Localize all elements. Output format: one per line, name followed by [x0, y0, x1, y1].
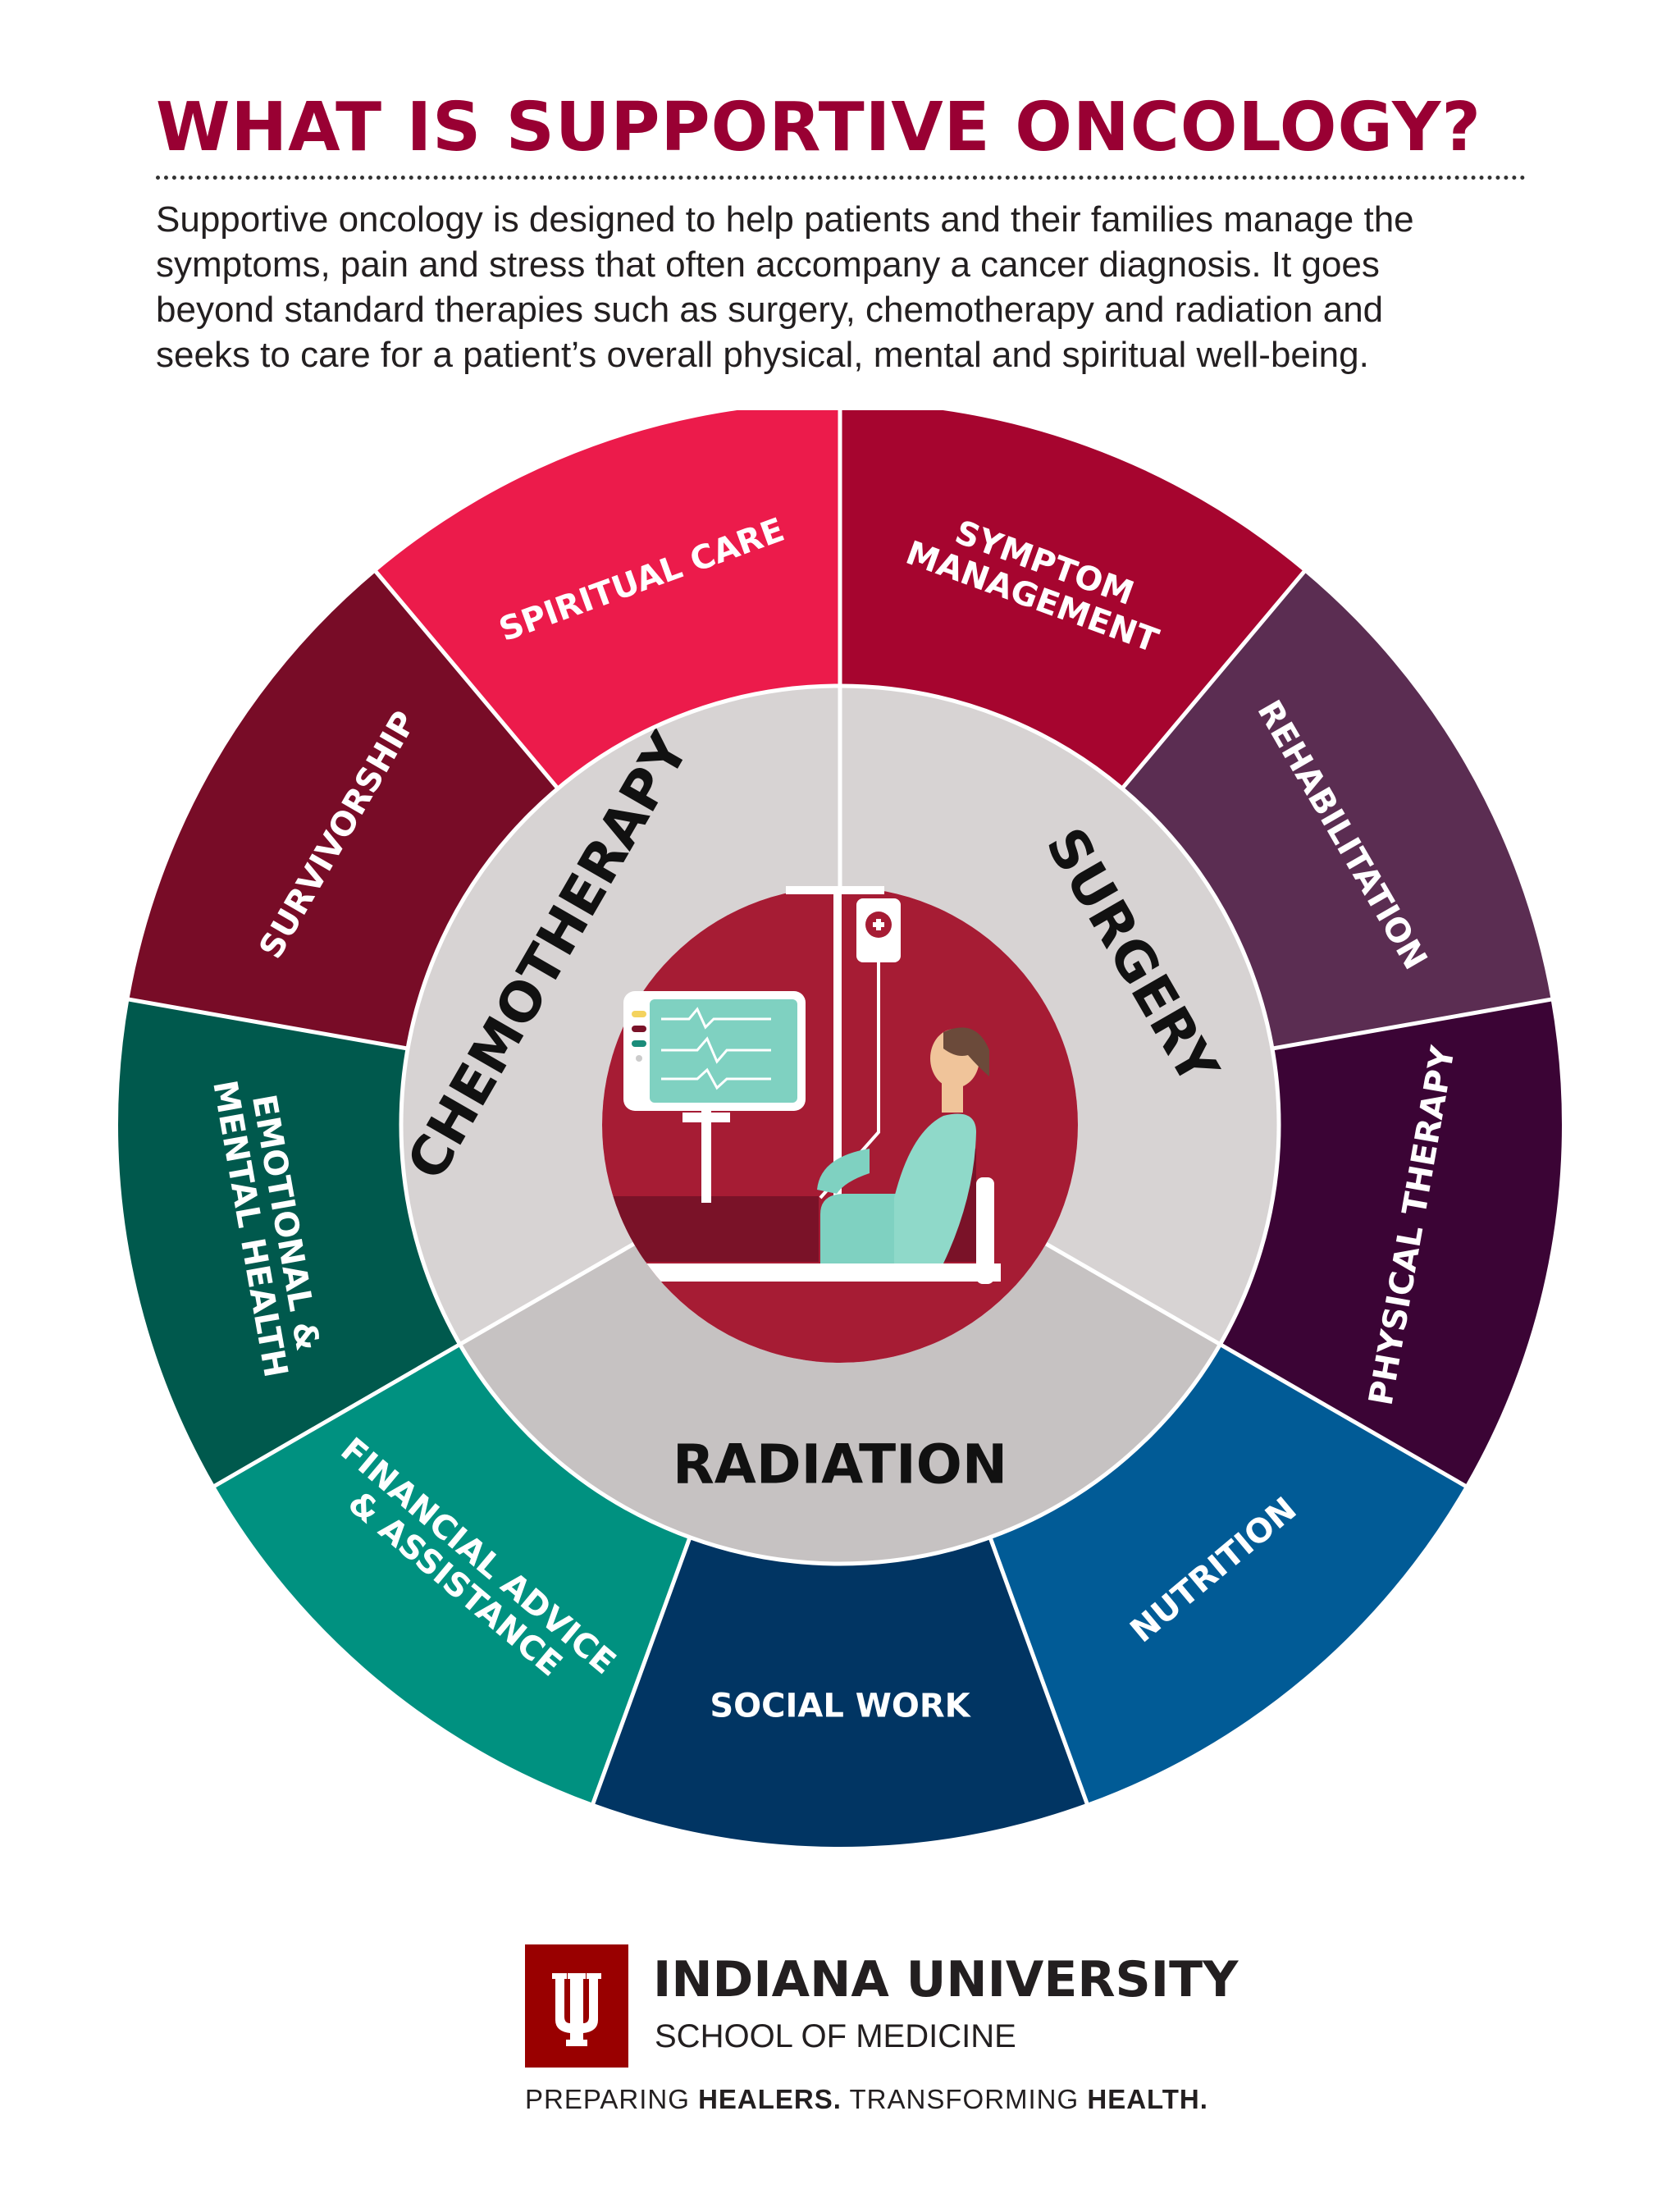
bed-headboard [976, 1177, 994, 1284]
segment-shape [376, 410, 840, 789]
intro-paragraph: Supportive oncology is designed to help … [156, 197, 1534, 377]
tagline-part: PREPARING [525, 2084, 699, 2114]
segment-symptom-management: SYMPTOMMANAGEMENT [840, 410, 1304, 789]
therapy-radiation: RADIATION [459, 1244, 1221, 1564]
segment-shape [214, 1344, 691, 1803]
segment-shape [1121, 571, 1551, 1049]
divider-line [212, 1342, 461, 1489]
tagline-part: TRANSFORMING [841, 2084, 1088, 2114]
tagline-emphasis: HEALERS. [698, 2084, 842, 2114]
supportive-oncology-wheel: SYMPTOMMANAGEMENTREHABILITATIONPHYSICAL … [118, 410, 1562, 1848]
divider-line [1044, 1241, 1221, 1346]
intro-line: Supportive oncology is designed to help … [156, 199, 1414, 240]
segment-rehabilitation: REHABILITATION [1121, 571, 1551, 1049]
therapy-shape [459, 1244, 1221, 1564]
therapy-shape [840, 686, 1279, 1345]
segment-label-line: SOCIAL WORK [710, 1688, 971, 1725]
tagline: PREPARING HEALERS. TRANSFORMING HEALTH. [525, 2084, 1208, 2115]
intro-line: seeks to care for a patient’s overall ph… [156, 335, 1369, 375]
patient-arm [817, 1149, 870, 1194]
segment-survivorship: SURVIVORSHIP [129, 571, 559, 1049]
segment-financial-advice-and-assistance: FINANCIAL ADVICE& ASSISTANCE [214, 1344, 691, 1803]
outer-ring: SYMPTOMMANAGEMENTREHABILITATIONPHYSICAL … [118, 410, 1562, 1848]
patient-hair [943, 1027, 989, 1076]
divider-line [1120, 569, 1307, 790]
bed-frame [640, 1263, 1001, 1282]
segment-shape [593, 1537, 1087, 1848]
segment-label-social-work: SOCIAL WORK [710, 1688, 971, 1725]
iv-pole [833, 890, 842, 1214]
intro-line: symptoms, pain and stress that often acc… [156, 244, 1380, 285]
divider-line [590, 1536, 692, 1806]
segment-emotional-and-mental-health: EMOTIONAL &MENTAL HEALTH [118, 999, 460, 1486]
page-title: WHAT IS SUPPORTIVE ONCOLOGY? [156, 89, 1481, 167]
tagline-emphasis: HEALTH. [1087, 2084, 1208, 2114]
segment-nutrition: NUTRITION [989, 1344, 1466, 1803]
therapy-label-radiation: RADIATION [673, 1433, 1007, 1496]
divider-line [126, 997, 409, 1051]
iu-trident-logo-icon [525, 1944, 628, 2068]
segment-shape [129, 571, 559, 1049]
segment-shape [840, 410, 1304, 789]
segment-shape [1220, 999, 1562, 1486]
ring-dividers [126, 410, 1554, 1806]
segment-social-work: SOCIAL WORK [593, 1537, 1087, 1848]
segment-physical-therapy: PHYSICAL THERAPY [1220, 999, 1562, 1486]
title-divider [156, 176, 1526, 180]
patient-body [894, 1113, 976, 1263]
therapy-shape [401, 686, 840, 1345]
divider-line [988, 1536, 1090, 1806]
divider-line [1219, 1342, 1468, 1489]
divider-line [373, 569, 560, 790]
ring-border [399, 683, 1281, 1566]
divider-line [1271, 997, 1554, 1051]
institution-name: INDIANA UNIVERSITY [653, 1951, 1239, 2008]
segment-shape [118, 999, 460, 1486]
school-name: SCHOOL OF MEDICINE [655, 2018, 1016, 2054]
divider-line [459, 1241, 636, 1346]
bed-blanket [607, 1196, 819, 1262]
segment-spiritual-care: SPIRITUAL CARE [376, 410, 840, 789]
segment-shape [989, 1344, 1466, 1803]
center-illustration [602, 886, 1078, 1363]
intro-line: beyond standard therapies such as surger… [156, 290, 1384, 330]
